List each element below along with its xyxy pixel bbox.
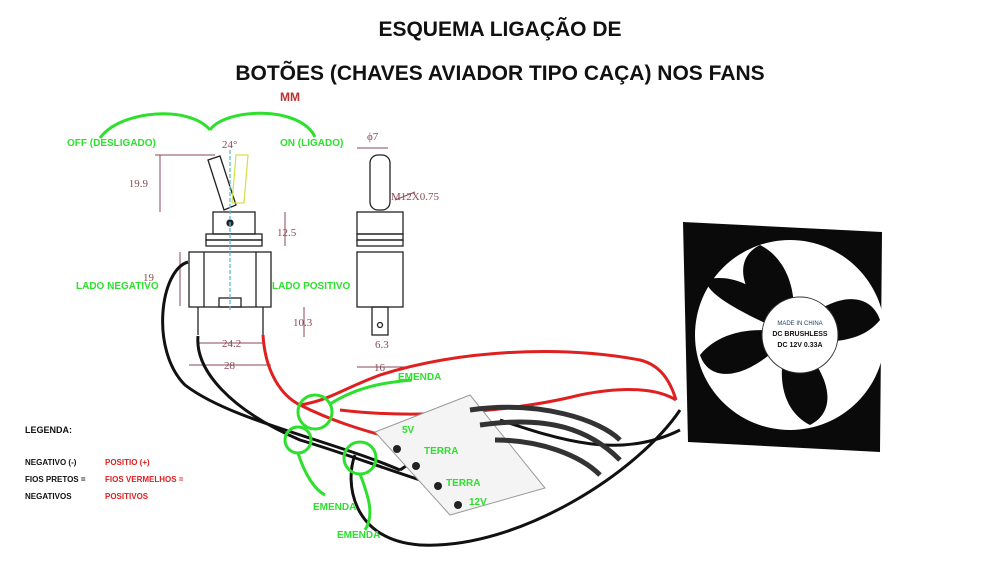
dim-body-height: 19: [143, 272, 155, 284]
fan-connector-board: [374, 394, 622, 516]
fan-label-line-3: DC 12V 0.33A: [777, 342, 822, 349]
title-line-2: BOTÕES (CHAVES AVIADOR TIPO CAÇA) NOS FA…: [235, 61, 764, 85]
legend-black-1: NEGATIVO (-): [25, 458, 77, 467]
splice-label-1: EMENDA: [398, 372, 441, 383]
connector-5v-label: 5V: [402, 425, 415, 436]
switch-side-view: [356, 154, 404, 336]
fan: MADE IN CHINA DC BRUSHLESS DC 12V 0.33A: [683, 222, 885, 452]
dim-terminal-height: 10.3: [293, 317, 313, 329]
legend-red-3: POSITIVOS: [105, 492, 149, 501]
splice-label-3: EMENDA: [337, 530, 380, 541]
dim-lever-height: 19.9: [129, 178, 149, 190]
black-wires: [161, 260, 682, 547]
dim-thread: M12X0.75: [391, 191, 439, 203]
connector-terra-label-2: TERRA: [446, 478, 480, 489]
connector-terra-label-1: TERRA: [424, 446, 458, 457]
dim-angle: 24°: [222, 139, 237, 151]
off-label: OFF (DESLIGADO): [67, 138, 156, 149]
fan-label-line-1: MADE IN CHINA: [777, 321, 822, 327]
connector-12v-label: 12V: [469, 497, 487, 508]
legend-black-2: FIOS PRETOS =: [25, 475, 86, 484]
on-off-arcs: [98, 111, 317, 139]
negative-side-label: LADO NEGATIVO: [76, 281, 159, 292]
on-label: ON (LIGADO): [280, 138, 343, 149]
dim-bushing-height: 12.5: [277, 227, 297, 239]
title-line-1: ESQUEMA LIGAÇÃO DE: [378, 18, 621, 41]
legend-red-1: POSITIO (+): [105, 458, 150, 467]
dim-terminal-spacing: 24.2: [222, 338, 241, 350]
legend-title: LEGENDA:: [25, 425, 72, 435]
dim-side-width: 16: [374, 362, 386, 374]
splice-label-2: EMENDA: [313, 502, 356, 513]
positive-side-label: LADO POSITIVO: [272, 281, 351, 292]
unit-label: MM: [280, 90, 300, 104]
legend-black-3: NEGATIVOS: [25, 492, 72, 501]
switch-front-view: [188, 150, 272, 335]
dim-tab-width: 6.3: [375, 339, 389, 351]
fan-label-line-2: DC BRUSHLESS: [772, 331, 828, 338]
splice-markers: [283, 378, 413, 531]
legend: LEGENDA: NEGATIVO (-) POSITIO (+) FIOS P…: [25, 425, 184, 501]
dim-body-width: 28: [224, 360, 236, 372]
legend-red-2: FIOS VERMELHOS =: [105, 475, 184, 484]
dimension-lines: [155, 147, 416, 368]
dim-diameter: ϕ7: [367, 131, 379, 143]
